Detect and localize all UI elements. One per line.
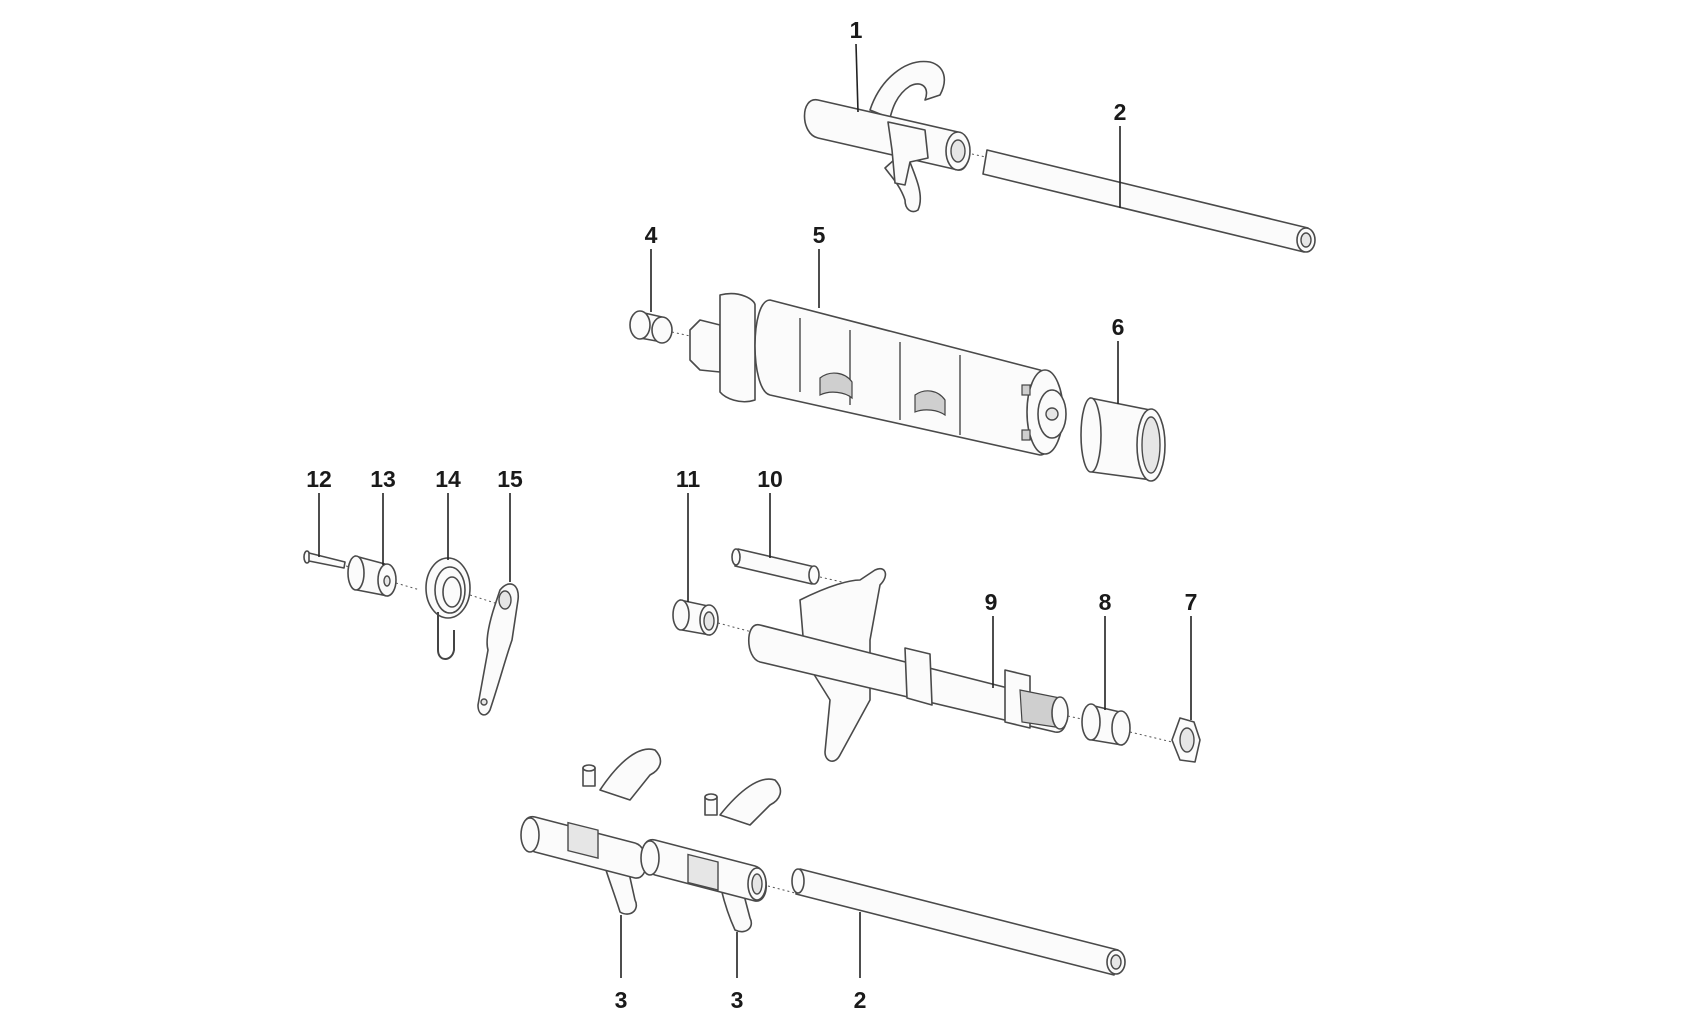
- callout-labels: 1 2 4 5 6 12 13 14 15 11 10 9 8 7 3 3 2: [306, 17, 1197, 1013]
- label-3-right: 3: [731, 987, 744, 1013]
- label-10: 10: [757, 466, 783, 492]
- label-7: 7: [1185, 589, 1198, 615]
- label-11: 11: [676, 466, 701, 492]
- leader-lines: [318, 43, 1192, 978]
- part-7-nut: [1171, 717, 1201, 763]
- part-5-selector-drum: [689, 292, 1067, 456]
- part-8-collar: [1081, 703, 1173, 746]
- label-13: 13: [370, 466, 396, 492]
- label-2-bottom: 2: [854, 987, 867, 1013]
- label-8: 8: [1099, 589, 1112, 615]
- label-9: 9: [985, 589, 998, 615]
- part-9-shift-shaft: [748, 567, 1096, 762]
- label-14: 14: [435, 466, 461, 492]
- label-5: 5: [813, 222, 826, 248]
- part-3-shift-fork-right: [640, 778, 796, 933]
- label-4: 4: [645, 222, 658, 248]
- part-10-rod: [731, 548, 856, 586]
- part-6-sleeve: [1080, 397, 1166, 482]
- label-3-left: 3: [615, 987, 628, 1013]
- part-3-shift-fork-left: [520, 748, 662, 915]
- part-2-shift-rod-bottom: [791, 868, 1126, 976]
- part-11-bushing: [672, 599, 753, 636]
- label-12: 12: [306, 466, 332, 492]
- label-1: 1: [850, 17, 863, 43]
- label-2-top: 2: [1114, 99, 1127, 125]
- part-4-ring: [629, 310, 691, 344]
- label-15: 15: [497, 466, 523, 492]
- part-1-shift-fork: [803, 60, 991, 213]
- part-15-plate: [477, 583, 520, 716]
- part-14-spring: [425, 557, 496, 660]
- part-2-shift-rod-top: [982, 149, 1316, 253]
- label-6: 6: [1112, 314, 1125, 340]
- part-13-bushing: [347, 555, 421, 597]
- leader-1: [855, 43, 859, 113]
